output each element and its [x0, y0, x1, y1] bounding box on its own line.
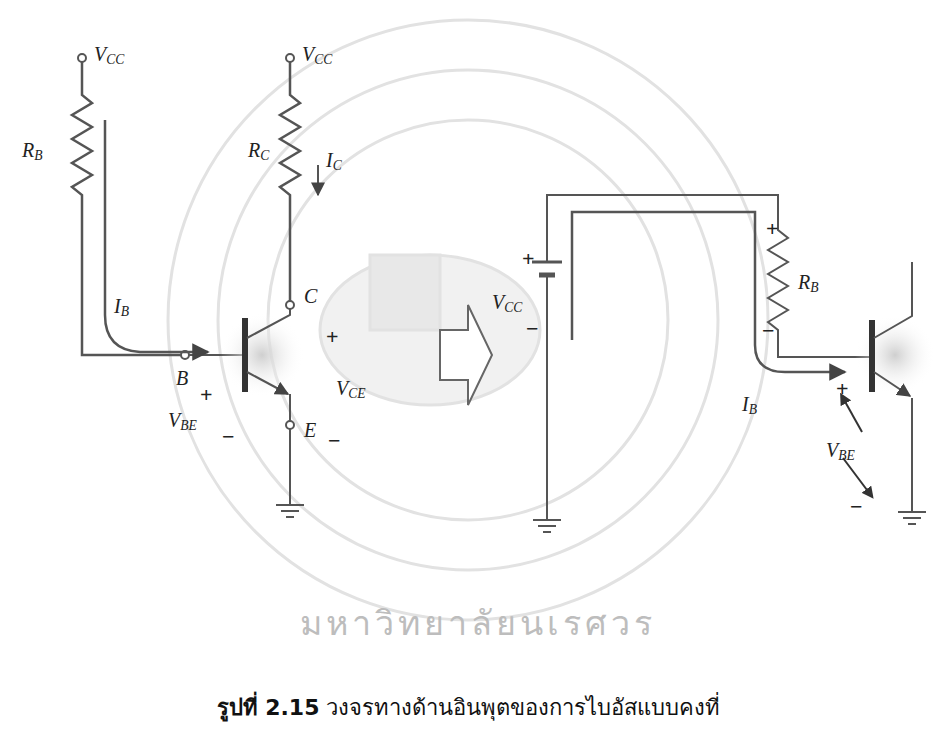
circuit-symbol: IB [742, 394, 757, 417]
circuit-symbol: IC [326, 150, 342, 173]
circuit-symbol: VCC [492, 292, 522, 315]
polarity-sign: − [222, 426, 235, 448]
polarity-sign: + [766, 218, 779, 240]
polarity-sign: − [762, 320, 775, 342]
circuit-symbol: VCC [302, 44, 332, 67]
circuit-symbol: VCC [94, 44, 124, 67]
symbol: R [248, 139, 260, 161]
figure-caption: รูปที่ 2.15 วงจรทางด้านอินพุตของการไบอัส… [0, 690, 937, 725]
symbol: I [742, 393, 749, 415]
symbol: I [326, 149, 333, 171]
symbol: V [94, 43, 106, 65]
subscript: B [34, 148, 42, 163]
symbol: V [826, 439, 838, 461]
circuit-symbol: VBE [826, 440, 855, 463]
subscript: CC [504, 300, 522, 315]
polarity-sign: + [522, 248, 535, 270]
figure-number: รูปที่ 2.15 [217, 695, 320, 720]
watermark-text: มหาวิทยาลัยนเรศวร [300, 596, 656, 650]
symbol: V [336, 377, 348, 399]
left-circuit [72, 54, 318, 517]
subscript: CE [348, 386, 365, 401]
subscript: CC [106, 52, 124, 67]
symbol: V [168, 409, 180, 431]
right-circuit [532, 195, 935, 532]
circuit-symbol: VBE [168, 410, 197, 433]
terminal-label: E [304, 420, 316, 440]
subscript: C [333, 158, 342, 173]
watermark-seal [168, 20, 768, 620]
circuit-symbol: RB [798, 272, 819, 295]
circuit-symbol: VCE [336, 378, 366, 401]
terminal-label: C [304, 286, 317, 306]
symbol: R [798, 271, 810, 293]
polarity-sign: − [850, 496, 863, 518]
subscript: C [260, 148, 269, 163]
subscript: B [810, 280, 818, 295]
polarity-sign: − [328, 430, 341, 452]
symbol: V [492, 291, 504, 313]
subscript: B [749, 402, 757, 417]
terminal-label: B [176, 368, 188, 388]
subscript: B [121, 304, 129, 319]
subscript: BE [180, 418, 197, 433]
polarity-sign: − [526, 318, 539, 340]
circuit-symbol: RC [248, 140, 269, 163]
subscript: CC [314, 52, 332, 67]
symbol: R [22, 139, 34, 161]
polarity-sign: + [836, 378, 849, 400]
circuit-symbol: RB [22, 140, 43, 163]
transition-arrow [440, 305, 492, 405]
circuit-symbol: IB [114, 296, 129, 319]
polarity-sign: + [200, 384, 213, 406]
subscript: BE [838, 448, 855, 463]
polarity-sign: + [326, 326, 339, 348]
symbol: I [114, 295, 121, 317]
symbol: V [302, 43, 314, 65]
